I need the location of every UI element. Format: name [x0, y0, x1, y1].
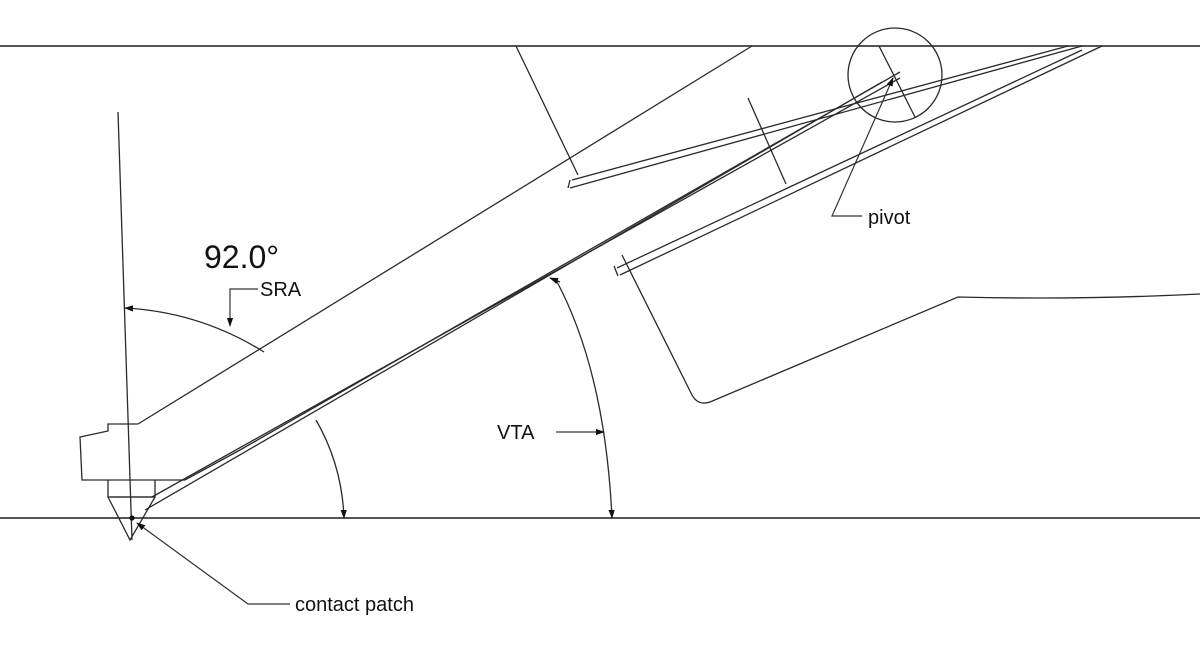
sra-angle-arc [124, 305, 265, 353]
vta-top-arrow [549, 277, 561, 284]
stylus-holder [79, 423, 241, 542]
vta-small-arc [315, 419, 347, 519]
cantilever [137, 45, 901, 511]
angle-value-label: 92.0° [204, 239, 279, 275]
body-front-edge [515, 45, 579, 176]
vta-label: VTA [497, 422, 535, 444]
contact-patch-label: contact patch [295, 594, 414, 616]
vertical-reference-line [117, 111, 133, 541]
pivot-label: pivot [868, 207, 911, 229]
pivot-radius-line [878, 45, 916, 118]
cartridge-body [515, 45, 1200, 404]
body-lower-outline [621, 254, 1200, 404]
tonearm-tube [567, 45, 1103, 277]
pivot-leader [831, 77, 894, 217]
vta-angle-arc [554, 277, 615, 519]
sra-leader [226, 288, 258, 327]
sra-label: SRA [260, 279, 302, 301]
contact-patch-point [129, 515, 135, 521]
pivot-circle [847, 27, 943, 123]
contact-patch-leader [136, 522, 290, 605]
tube-cross-brace [747, 97, 787, 185]
